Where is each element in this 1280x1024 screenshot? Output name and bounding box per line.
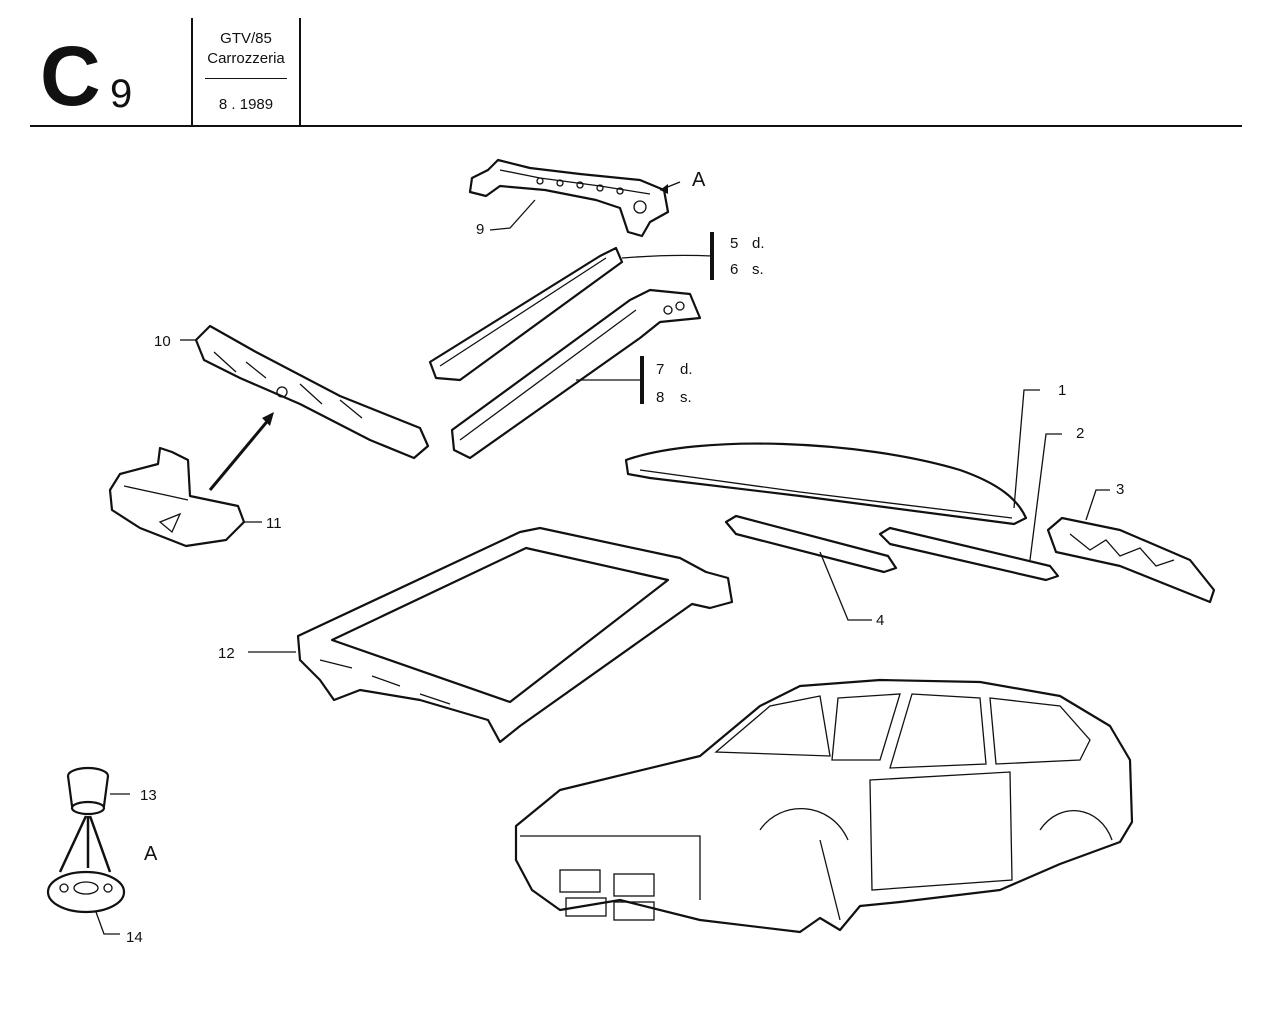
- callout-14: 14: [126, 929, 143, 946]
- callout-2: 2: [1076, 425, 1084, 442]
- callout-7-side: d.: [680, 361, 693, 378]
- header: C 9 GTV/85 Carrozzeria 8 . 1989: [0, 0, 1280, 130]
- callout-4: 4: [876, 612, 884, 629]
- part-7-8-pillar: [450, 288, 702, 460]
- section-letter: C: [40, 29, 101, 123]
- callout-5-side: d.: [752, 235, 765, 252]
- callout-10: 10: [154, 333, 171, 350]
- model-label: GTV/85: [220, 30, 272, 47]
- callout-8: 8: [656, 389, 664, 406]
- title-box-divider: [205, 78, 287, 79]
- header-rule: [30, 125, 1242, 127]
- callout-9: 9: [476, 221, 484, 238]
- callout-3: 3: [1116, 481, 1124, 498]
- car-body-shell: [514, 678, 1134, 934]
- date-label: 8 . 1989: [218, 96, 274, 113]
- callout-5: 5: [730, 235, 738, 252]
- part-5-6-roof-side-rail: [428, 232, 714, 382]
- section-number: 9: [110, 72, 133, 116]
- callout-13: 13: [140, 787, 157, 804]
- callout-6: 6: [730, 261, 738, 278]
- group-label: Carrozzeria: [207, 50, 285, 67]
- part-11-bracket: [108, 412, 274, 548]
- part-2-roof-bow: [878, 433, 1062, 582]
- part-13-bushing: [58, 766, 130, 873]
- callout-1: 1: [1058, 382, 1066, 399]
- part-14-mounting-plate: [46, 870, 126, 935]
- callout-6-side: s.: [752, 261, 764, 278]
- title-box: GTV/85 Carrozzeria 8 . 1989: [191, 18, 301, 126]
- part-12-roof-frame: [248, 526, 734, 744]
- part-3-rear-header: [1046, 489, 1216, 604]
- part-4-front-bow: [724, 514, 898, 621]
- part-10-front-crossmember: [180, 324, 430, 460]
- view-a-marker: A: [692, 169, 706, 191]
- part-9-roof-rear-crossmember: [468, 158, 681, 238]
- callout-11: 11: [266, 515, 282, 532]
- callout-8-side: s.: [680, 389, 692, 406]
- part-1-roof-panel: [624, 389, 1040, 526]
- callout-12: 12: [218, 645, 235, 662]
- view-a-detail-label: A: [144, 843, 158, 865]
- callout-7: 7: [656, 361, 664, 378]
